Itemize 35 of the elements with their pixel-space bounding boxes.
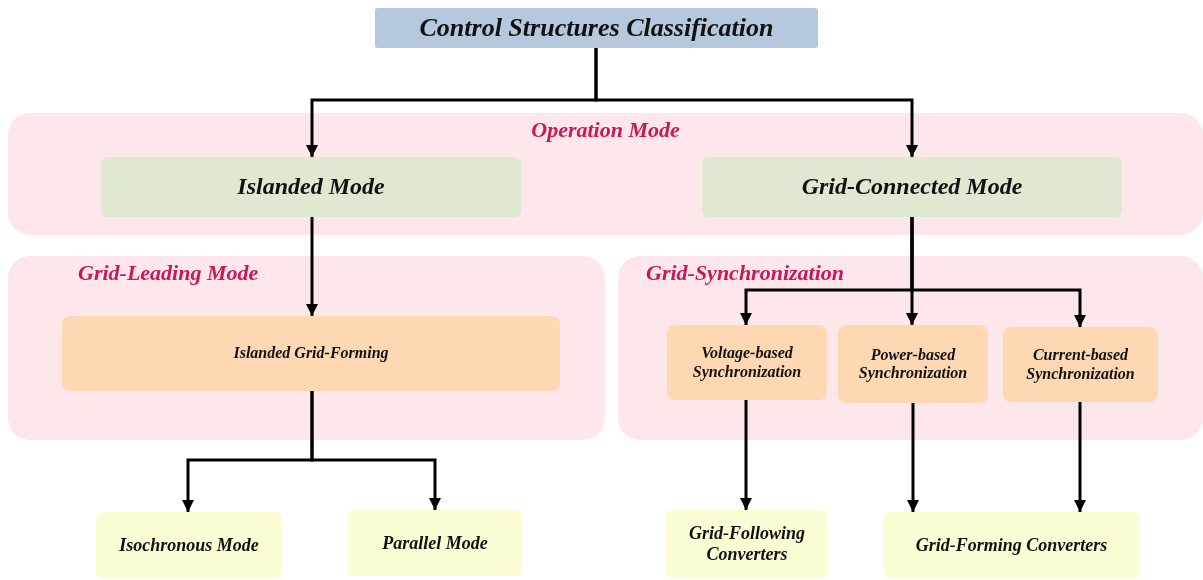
connector-arrow bbox=[740, 400, 752, 510]
connector-arrow bbox=[910, 217, 1086, 327]
group-band bbox=[618, 256, 1203, 440]
connector-arrow bbox=[306, 217, 318, 316]
box-label: Islanded Mode bbox=[237, 173, 385, 201]
connector-arrow bbox=[594, 48, 918, 157]
result-box bbox=[96, 512, 282, 578]
box-label: Isochronous Mode bbox=[119, 534, 259, 556]
result-box bbox=[348, 510, 522, 576]
group-band bbox=[8, 256, 605, 440]
mode-box bbox=[101, 157, 521, 217]
method-box bbox=[838, 325, 988, 403]
method-box bbox=[667, 325, 827, 400]
mode-box bbox=[702, 157, 1122, 217]
box-label: Islanded Grid-Forming bbox=[233, 344, 389, 363]
box-label: Control Structures Classification bbox=[419, 13, 774, 43]
connector-arrow bbox=[907, 403, 919, 512]
box-label: Current-based Synchronization bbox=[1025, 346, 1136, 383]
connector-arrow bbox=[1074, 402, 1086, 512]
box-label: Grid-Following Converters bbox=[688, 523, 806, 565]
result-box bbox=[883, 512, 1140, 578]
result-box bbox=[666, 510, 828, 578]
box-label: Power-based Synchronization bbox=[857, 345, 969, 383]
connector-arrow bbox=[310, 391, 441, 510]
group-heading: Grid-Leading Mode bbox=[78, 260, 259, 286]
method-box bbox=[1003, 327, 1158, 402]
method-box bbox=[62, 316, 560, 391]
box-label: Parallel Mode bbox=[382, 532, 488, 554]
title-box bbox=[375, 8, 818, 48]
group-heading: Operation Mode bbox=[530, 117, 681, 143]
box-label: Grid-Connected Mode bbox=[801, 173, 1023, 201]
group-band bbox=[8, 113, 1203, 235]
group-heading: Grid-Synchronization bbox=[646, 260, 845, 286]
box-label: Grid-Forming Converters bbox=[915, 534, 1108, 556]
box-label: Voltage-based Synchronization bbox=[691, 344, 803, 381]
